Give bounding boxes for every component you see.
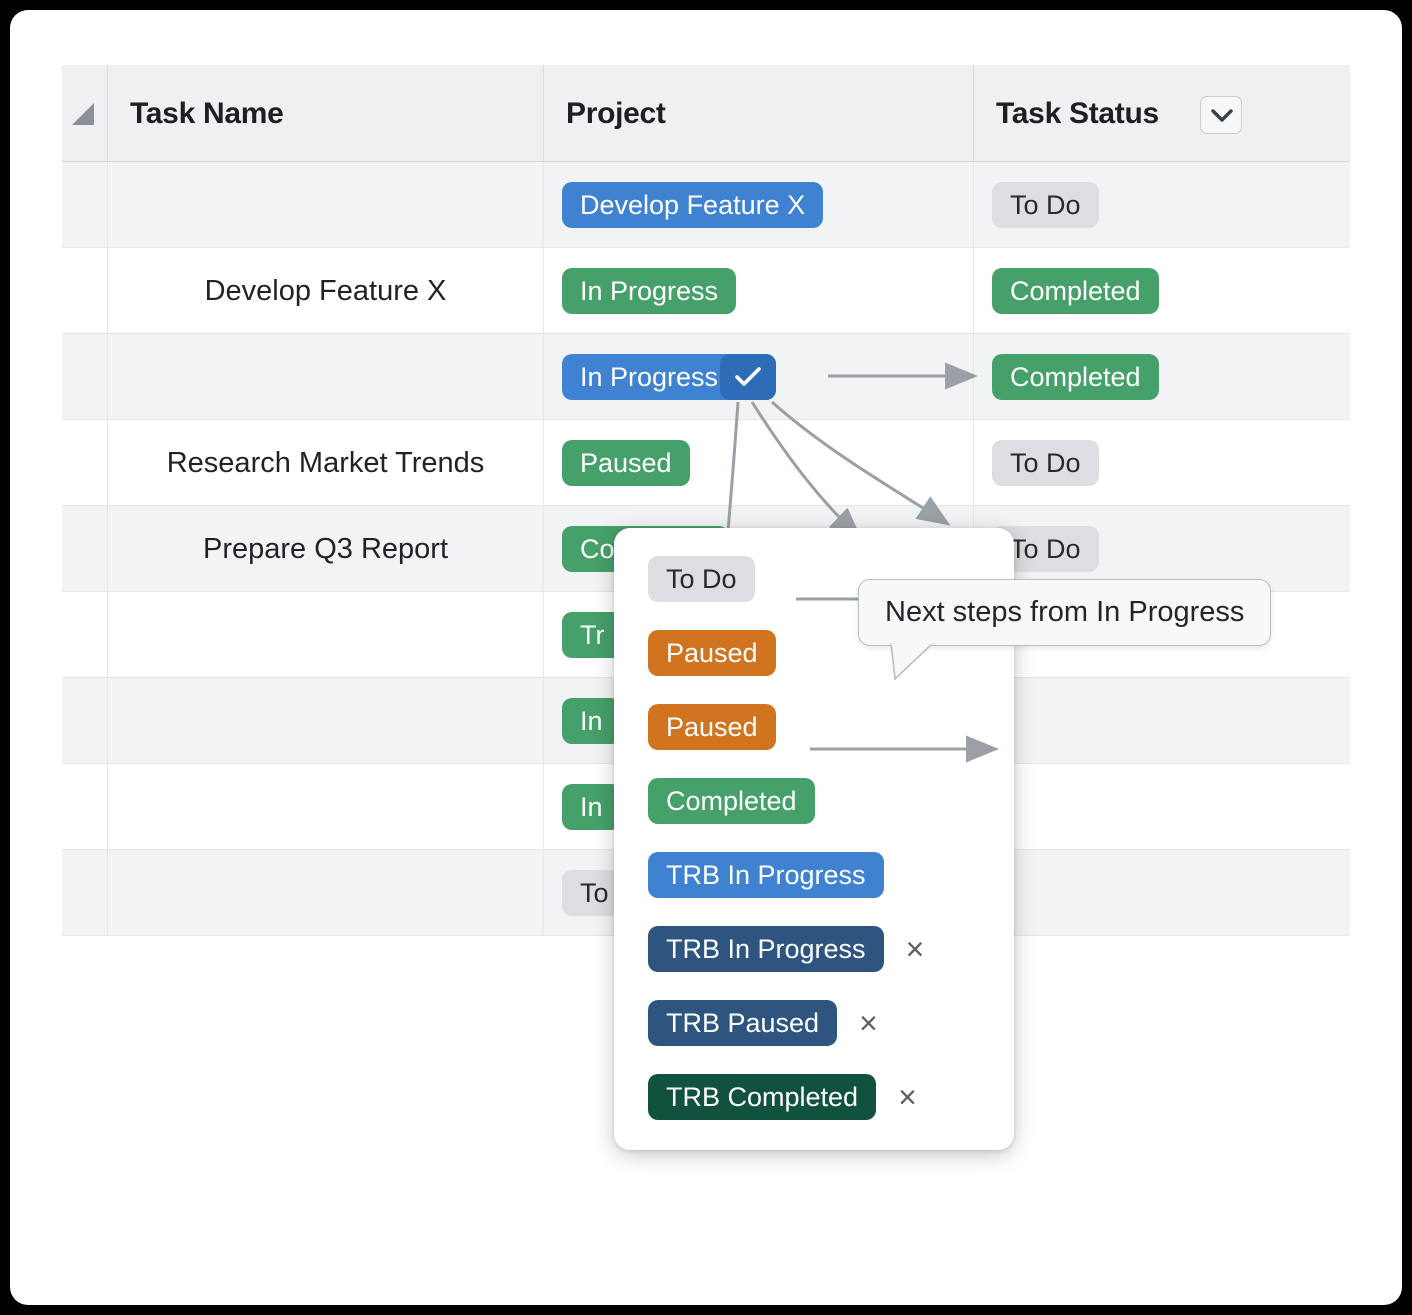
cell-task-status[interactable]: To Do (974, 162, 1350, 247)
popup-list-item[interactable]: TRB In Progress (614, 852, 1014, 898)
popup-list-item[interactable]: TRB In Progress × (614, 926, 1014, 972)
row-select-cell[interactable] (62, 850, 108, 935)
task-status-pill[interactable]: Completed (992, 354, 1159, 400)
close-x-icon[interactable]: × (859, 1005, 878, 1041)
row-select-cell[interactable] (62, 506, 108, 591)
table-row[interactable]: Develop Feature X In Progress Completed (62, 248, 1350, 334)
select-all-corner[interactable] (62, 65, 108, 161)
project-pill-wrap: Tr (544, 592, 973, 658)
popup-status-pill[interactable]: TRB In Progress (648, 852, 884, 898)
project-status-pill[interactable]: In (562, 698, 621, 744)
cell-project[interactable]: In Progress (544, 248, 974, 333)
column-header-task-name-label: Task Name (130, 97, 284, 130)
project-pill-wrap: In (544, 764, 973, 830)
page-frame: Task Name Project Task Status Develop Fe… (10, 10, 1402, 1305)
popup-list-item[interactable]: Completed (614, 778, 1014, 824)
table-header-row: Task Name Project Task Status (62, 65, 1350, 162)
popup-status-pill[interactable]: Completed (648, 778, 815, 824)
sort-triangle-icon[interactable] (72, 103, 94, 125)
cell-task-status[interactable] (974, 850, 1350, 935)
task-name-text: Prepare Q3 Report (202, 533, 448, 565)
task-table: Task Name Project Task Status Develop Fe… (62, 65, 1350, 936)
status-pill-wrap: To Do (974, 506, 1350, 572)
popup-status-pill[interactable]: Paused (648, 704, 776, 750)
project-pill-wrap: Develop Feature X (544, 162, 973, 228)
close-x-icon[interactable]: × (905, 931, 925, 967)
status-pill-wrap (974, 764, 1350, 784)
task-name-text: Research Market Trends (166, 447, 485, 479)
row-select-cell[interactable] (62, 248, 108, 333)
popup-status-pill[interactable]: To Do (648, 556, 755, 602)
cell-task-status[interactable]: To Do (974, 420, 1350, 505)
row-select-cell[interactable] (62, 592, 108, 677)
row-select-cell[interactable] (62, 678, 108, 763)
cell-task-name[interactable]: Research Market Trends (108, 420, 544, 505)
tooltip-tail-icon (890, 643, 935, 681)
column-header-project[interactable]: Project (544, 65, 974, 161)
project-status-pill[interactable]: In Progress (562, 268, 737, 314)
status-pill-wrap: To Do (974, 420, 1350, 486)
cell-task-status[interactable] (974, 678, 1350, 763)
chevron-down-icon[interactable] (1200, 96, 1242, 134)
cell-task-name[interactable]: Prepare Q3 Report (108, 506, 544, 591)
task-status-pill[interactable]: Completed (992, 268, 1159, 314)
tooltip-text: Next steps from In Progress (885, 596, 1245, 628)
table-row[interactable]: Research Market Trends Paused To Do (62, 420, 1350, 506)
project-status-pill[interactable]: In (562, 784, 621, 830)
column-header-task-status[interactable]: Task Status (974, 65, 1350, 161)
cell-task-name[interactable] (108, 850, 544, 935)
cell-task-name[interactable] (108, 162, 544, 247)
project-status-pill[interactable]: Tr (562, 612, 623, 658)
close-x-icon[interactable]: × (898, 1079, 917, 1115)
status-pill-wrap (974, 850, 1350, 870)
table-row[interactable]: Develop Feature X To Do (62, 162, 1350, 248)
cell-task-status[interactable]: Completed (974, 248, 1350, 333)
cell-task-status[interactable] (974, 764, 1350, 849)
popup-list-item[interactable]: Paused (614, 630, 1014, 676)
popup-list-item[interactable]: To Do (614, 556, 1014, 602)
tooltip: Next steps from In Progress (858, 579, 1272, 681)
cell-task-name[interactable] (108, 678, 544, 763)
project-status-pill[interactable]: In Progress (562, 354, 777, 400)
status-pill-wrap: Completed (974, 334, 1350, 400)
cell-task-name[interactable] (108, 334, 544, 419)
task-name-text: Develop Feature X (204, 275, 447, 307)
cell-task-status[interactable]: Completed (974, 334, 1350, 419)
row-select-cell[interactable] (62, 764, 108, 849)
project-status-pill[interactable]: Develop Feature X (562, 182, 824, 228)
column-header-task-status-label: Task Status (996, 97, 1159, 130)
status-pill-wrap (974, 678, 1350, 698)
popup-status-pill[interactable]: TRB Paused (648, 1000, 838, 1046)
popup-list-item[interactable]: TRB Completed × (614, 1074, 1014, 1120)
cell-project[interactable]: In Progress (544, 334, 974, 419)
cell-project[interactable]: In (544, 678, 974, 763)
row-select-cell[interactable] (62, 162, 108, 247)
status-pill-wrap: Completed (974, 248, 1350, 314)
task-status-pill[interactable]: To Do (992, 182, 1099, 228)
popup-list-item[interactable]: Paused (614, 704, 1014, 750)
table-body: Develop Feature X To Do Develop Feature X I… (62, 162, 1350, 936)
task-status-pill[interactable]: To Do (992, 440, 1099, 486)
cell-project[interactable]: Paused (544, 420, 974, 505)
project-status-pill[interactable]: Paused (562, 440, 690, 486)
project-pill-wrap: In Progress (544, 334, 973, 400)
popup-list-item[interactable]: TRB Paused × (614, 1000, 1014, 1046)
cell-task-name[interactable] (108, 592, 544, 677)
check-badge-icon (720, 354, 777, 400)
popup-status-pill[interactable]: TRB Completed (648, 1074, 877, 1120)
cell-project[interactable]: Develop Feature X (544, 162, 974, 247)
row-select-cell[interactable] (62, 334, 108, 419)
row-select-cell[interactable] (62, 420, 108, 505)
project-pill-wrap: In Progress (544, 248, 973, 314)
status-pill-wrap: To Do (974, 162, 1350, 228)
popup-status-pill[interactable]: TRB In Progress (648, 926, 884, 972)
table-row[interactable]: In Progress Completed (62, 334, 1350, 420)
column-header-task-name[interactable]: Task Name (108, 65, 544, 161)
project-pill-wrap: Paused (544, 420, 973, 486)
popup-status-pill[interactable]: Paused (648, 630, 776, 676)
column-header-project-label: Project (566, 97, 666, 130)
project-pill-wrap: In (544, 678, 973, 744)
cell-task-name[interactable] (108, 764, 544, 849)
cell-task-name[interactable]: Develop Feature X (108, 248, 544, 333)
